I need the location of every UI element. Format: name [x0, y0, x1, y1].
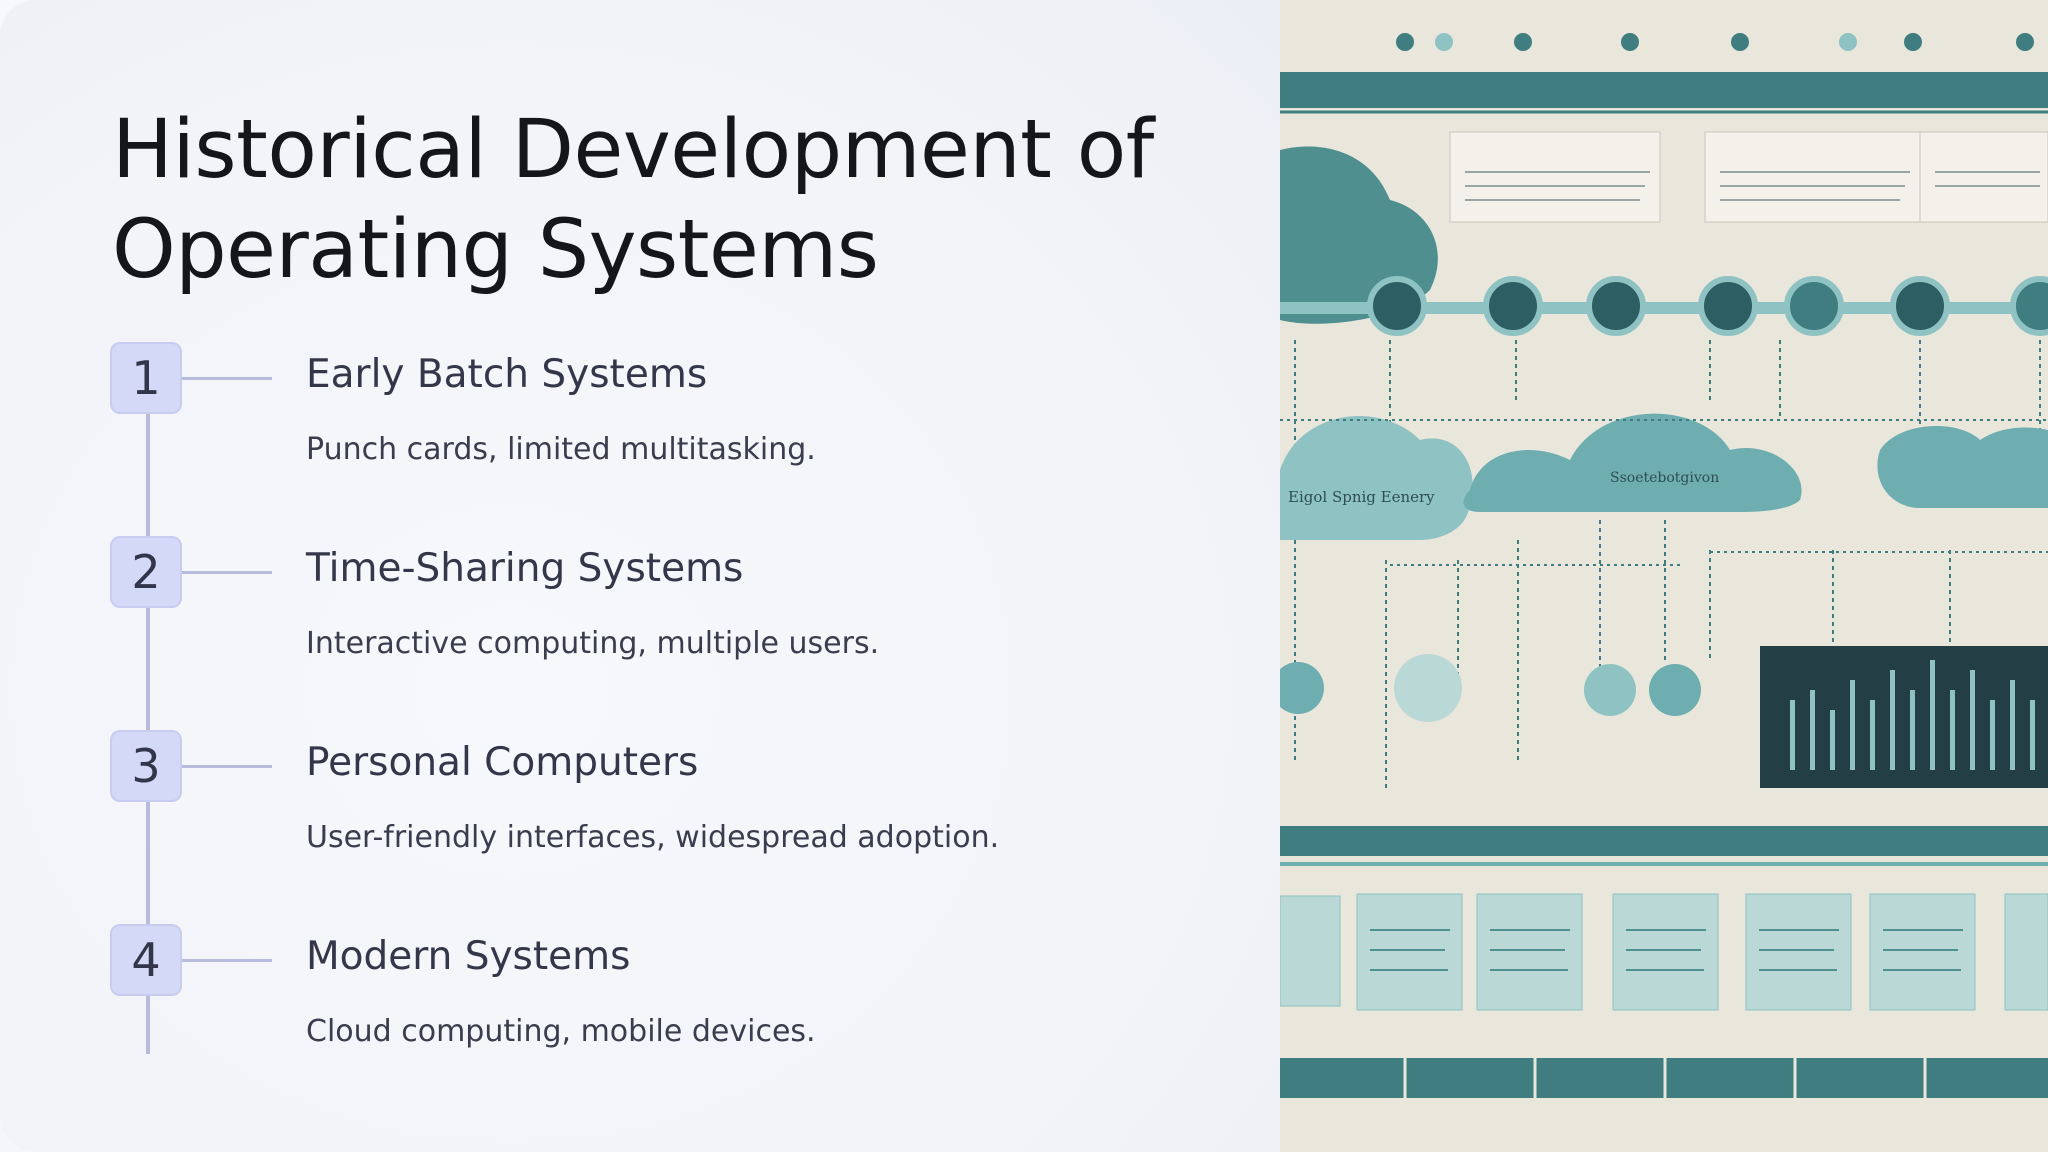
timeline-step-1: 1 Early Batch Systems Punch cards, limit… [0, 342, 1200, 492]
step-connector [182, 571, 272, 574]
mid-center-cloud [1463, 413, 1802, 512]
step-number-badge: 4 [110, 924, 182, 996]
infographic-illustration: Eigol Spnig Eenery Ssoetebotgivon [1280, 0, 2048, 1152]
step-connector [182, 377, 272, 380]
step-connector [182, 765, 272, 768]
timeline-spine [146, 378, 150, 1054]
top-pins-icon [1396, 33, 2034, 51]
left-cloud-label: Eigol Spnig Eenery [1288, 488, 1435, 506]
step-title: Personal Computers [306, 740, 699, 785]
step-title: Time-Sharing Systems [306, 546, 744, 591]
infographic-image: Eigol Spnig Eenery Ssoetebotgivon [1280, 0, 2048, 1152]
bottom-band [1280, 826, 2048, 856]
center-cloud-label: Ssoetebotgivon [1610, 470, 1719, 486]
node-circles [1367, 276, 2048, 336]
title-line-2: Operating Systems [112, 203, 879, 297]
step-description: User-friendly interfaces, widespread ado… [306, 820, 1000, 855]
timeline-step-3: 3 Personal Computers User-friendly inter… [0, 730, 1200, 880]
step-title: Modern Systems [306, 934, 631, 979]
mid-left-cloud [1280, 416, 1473, 540]
timeline-step-2: 2 Time-Sharing Systems Interactive compu… [0, 536, 1200, 686]
slide-title: Historical Development of Operating Syst… [112, 100, 1212, 300]
step-description: Cloud computing, mobile devices. [306, 1014, 816, 1049]
step-description: Interactive computing, multiple users. [306, 626, 880, 661]
step-description: Punch cards, limited multitasking. [306, 432, 816, 467]
step-title: Early Batch Systems [306, 352, 708, 397]
top-band [1280, 72, 2048, 108]
dark-chart-panel [1760, 646, 2048, 788]
mid-right-cloud [1877, 426, 2048, 508]
bottom-cards [1280, 893, 2048, 1011]
step-number-badge: 2 [110, 536, 182, 608]
step-number-badge: 1 [110, 342, 182, 414]
step-number-badge: 3 [110, 730, 182, 802]
timeline-step-4: 4 Modern Systems Cloud computing, mobile… [0, 924, 1200, 1074]
node-rail [1280, 302, 2048, 314]
step-connector [182, 959, 272, 962]
content-panel: Historical Development of Operating Syst… [0, 0, 1280, 1152]
title-line-1: Historical Development of [112, 103, 1154, 197]
